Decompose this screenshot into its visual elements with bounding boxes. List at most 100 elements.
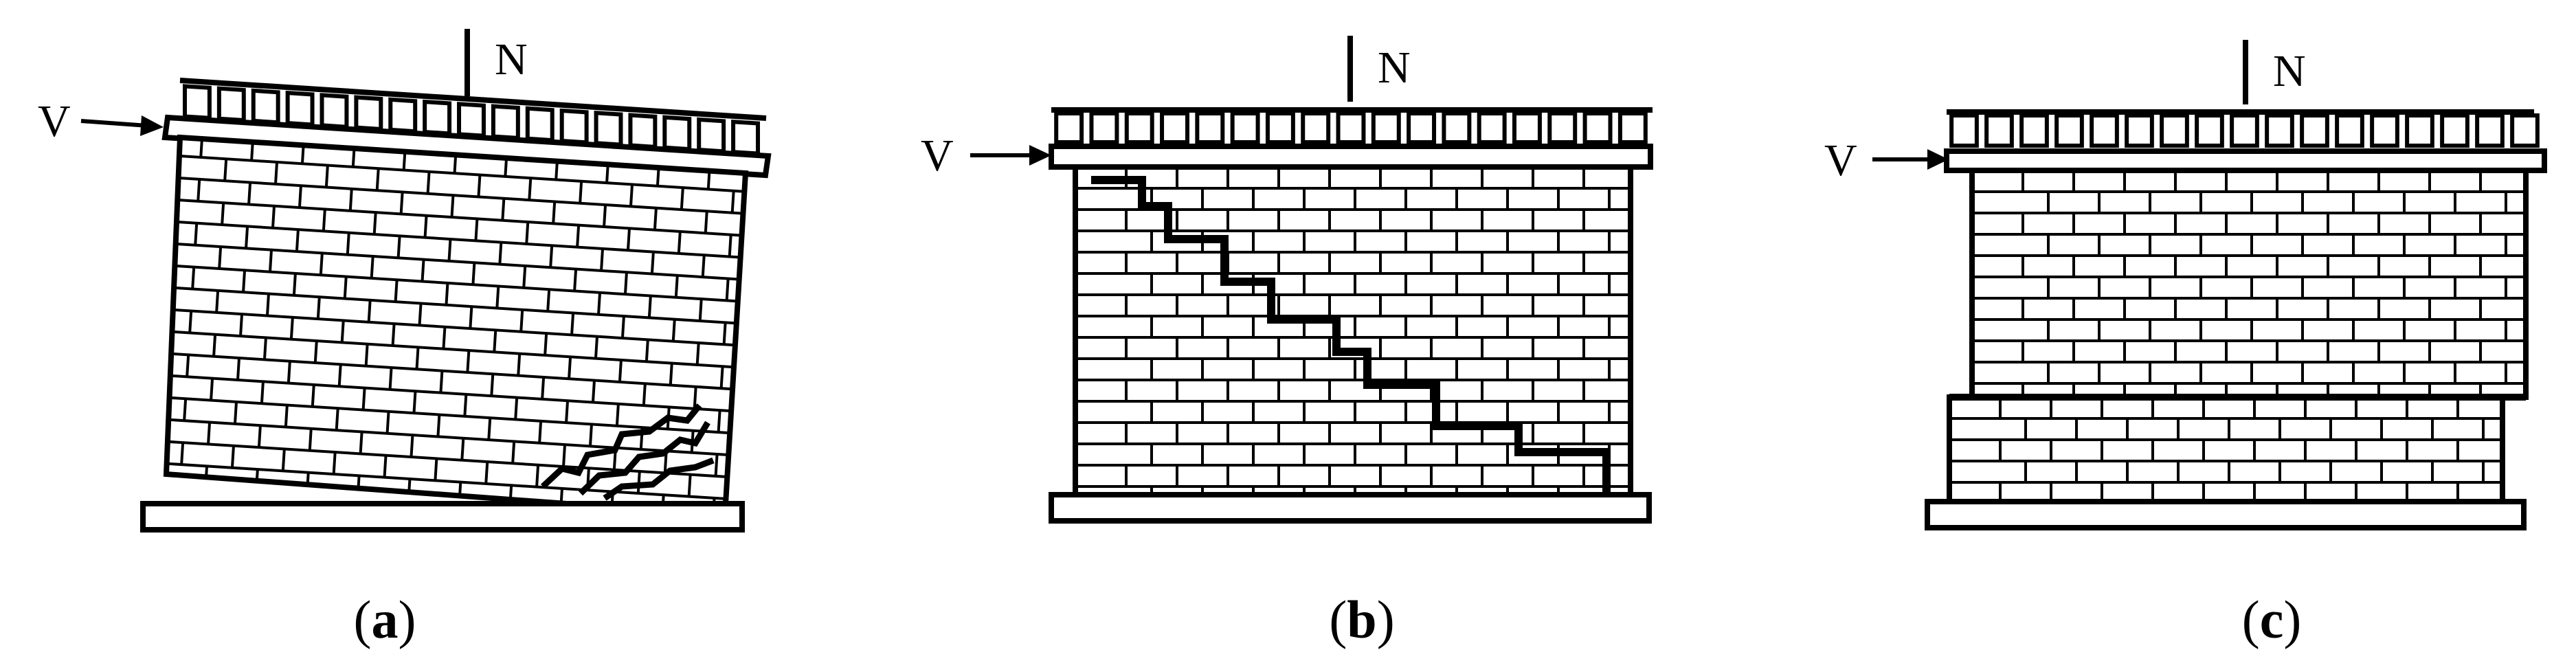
mortar-head-joint bbox=[372, 212, 377, 235]
wall-lower-block-slid bbox=[1947, 394, 2505, 504]
mortar-head-joint bbox=[504, 154, 508, 177]
mortar-head-joint bbox=[710, 542, 712, 564]
beam-slot bbox=[491, 104, 520, 141]
mortar-head-joint bbox=[394, 280, 399, 302]
mortar-head-joint bbox=[484, 461, 489, 484]
load-beam-slots bbox=[1949, 113, 2540, 148]
mortar-head-joint bbox=[535, 464, 540, 487]
mortar-head-joint bbox=[332, 451, 337, 475]
beam-slot bbox=[216, 86, 246, 123]
beam-slot bbox=[1547, 111, 1578, 144]
mortar-head-joint bbox=[399, 192, 404, 214]
mortar-head-joint bbox=[469, 306, 473, 329]
mortar-head-joint bbox=[698, 298, 703, 322]
mortar-head-joint bbox=[741, 434, 746, 456]
mortar-head-joint bbox=[257, 425, 262, 448]
panel-caption-b: (b) bbox=[1329, 590, 1394, 649]
mortar-head-joint bbox=[356, 475, 361, 498]
beam-slot bbox=[628, 113, 658, 150]
mortar-head-joint bbox=[287, 361, 291, 383]
mortar-head-joint bbox=[588, 424, 593, 447]
diagonal-stair-crack bbox=[1091, 176, 1611, 495]
beam-slot bbox=[285, 90, 315, 127]
mortar-head-joint bbox=[647, 295, 652, 318]
mortar-head-joint bbox=[623, 272, 628, 295]
mortar-head-joint bbox=[728, 234, 732, 257]
mortar-head-joint bbox=[594, 336, 599, 359]
mortar-head-joint bbox=[337, 364, 342, 387]
mortar-head-joint bbox=[693, 386, 697, 409]
mortar-head-joint bbox=[383, 455, 388, 478]
mortar-head-joint bbox=[245, 226, 249, 249]
mortar-head-joint bbox=[262, 337, 267, 360]
beam-slot bbox=[2475, 113, 2505, 148]
beam-slot bbox=[1371, 111, 1401, 144]
mortar-head-joint bbox=[250, 138, 255, 161]
beam-slot bbox=[1512, 111, 1542, 144]
mortar-head-joint bbox=[210, 378, 214, 401]
mortar-head-joint bbox=[498, 242, 503, 265]
beam-slot bbox=[1477, 111, 1507, 144]
mortar-head-joint bbox=[305, 472, 310, 495]
toe-crushing-cracks bbox=[540, 403, 715, 501]
mortar-head-joint bbox=[322, 209, 326, 232]
mortar-head-joint bbox=[391, 323, 396, 346]
beam-slot bbox=[2054, 113, 2084, 148]
beam-slot bbox=[2335, 113, 2364, 148]
mortar-head-joint bbox=[603, 204, 607, 227]
mortar-head-joint bbox=[388, 367, 393, 390]
beam-slot bbox=[1301, 111, 1331, 144]
wall-outline-b bbox=[1073, 164, 1633, 497]
axial-load-label-c: N bbox=[2273, 46, 2306, 96]
mortar-head-joint bbox=[576, 225, 581, 247]
mortar-head-joint bbox=[242, 270, 247, 293]
mortar-head-joint bbox=[558, 533, 559, 555]
mortar-head-joint bbox=[439, 370, 444, 393]
mortar-head-joint bbox=[660, 539, 661, 561]
mortar-head-joint bbox=[396, 236, 401, 258]
mortar-head-joint bbox=[453, 151, 458, 174]
mortar-head-joint bbox=[466, 350, 471, 373]
mortar-head-joint bbox=[514, 397, 519, 420]
mortar-head-joint bbox=[308, 428, 313, 451]
shear-load-label-c: V bbox=[1824, 135, 1857, 186]
beam-slot bbox=[731, 120, 761, 156]
axial-load-label-b: N bbox=[1378, 43, 1411, 93]
beam-slot bbox=[2510, 113, 2540, 148]
load-beam-c bbox=[1944, 109, 2547, 173]
mortar-head-joint bbox=[233, 401, 238, 424]
mortar-head-joint bbox=[434, 458, 438, 481]
mortar-head-joint bbox=[186, 355, 190, 377]
mortar-head-joint bbox=[212, 334, 217, 357]
beam-slot bbox=[1949, 113, 1979, 148]
mortar-head-joint bbox=[719, 366, 724, 389]
mortar-head-joint bbox=[620, 315, 625, 339]
mortar-head-joint bbox=[340, 320, 345, 343]
mortar-head-joint bbox=[642, 383, 647, 406]
mortar-head-joint bbox=[311, 384, 315, 407]
mortar-head-joint bbox=[436, 414, 441, 437]
mortar-head-joint bbox=[600, 248, 605, 271]
mortar-head-joint bbox=[194, 223, 199, 245]
mortar-head-joint bbox=[495, 286, 500, 309]
brick-pattern bbox=[1075, 167, 1631, 495]
panel-b: N V (b) bbox=[921, 36, 1653, 649]
load-beam-a bbox=[161, 78, 772, 179]
axial-load-label-a: N bbox=[495, 34, 528, 85]
beam-slot bbox=[525, 106, 555, 143]
beam-slot bbox=[423, 99, 452, 136]
beam-slot bbox=[2370, 113, 2399, 148]
beam-slot bbox=[182, 84, 212, 120]
mortar-head-joint bbox=[541, 377, 546, 399]
beam-slot bbox=[388, 97, 418, 134]
mortar-head-joint bbox=[544, 333, 548, 356]
mortar-head-joint bbox=[474, 219, 479, 241]
mortar-head-joint bbox=[271, 205, 276, 228]
mortar-head-joint bbox=[528, 178, 533, 201]
base-slab-a bbox=[140, 501, 745, 533]
mortar-head-joint bbox=[260, 381, 265, 404]
mortar-head-joint bbox=[223, 159, 228, 181]
mortar-head-joint bbox=[236, 357, 241, 381]
shear-load-arrow-a bbox=[80, 115, 164, 136]
